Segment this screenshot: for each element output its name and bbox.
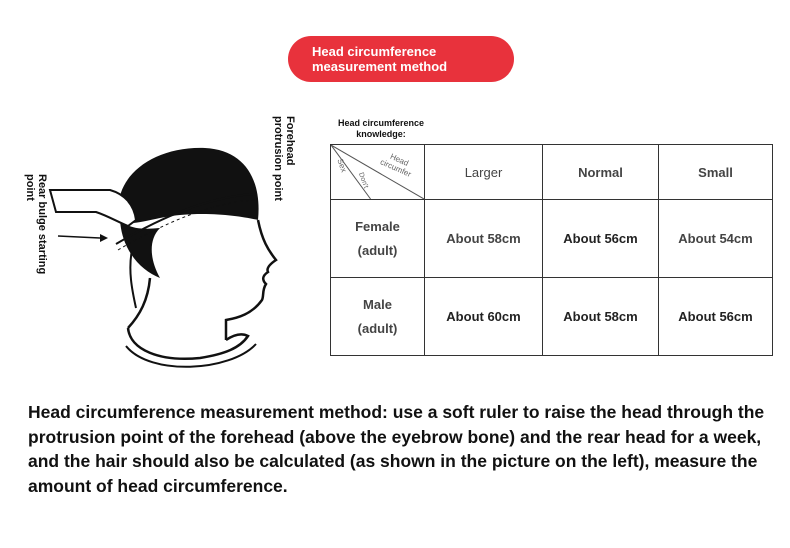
female-normal-cell: About 56cm [542, 199, 659, 278]
female-larger-cell: About 58cm [424, 199, 543, 278]
hand [48, 189, 138, 228]
caption-line2: knowledge: [356, 129, 406, 139]
forehead-label-line1: Forehead [284, 116, 296, 166]
title-pill: Head circumference measurement method [288, 36, 514, 82]
column-header-small: Small [658, 144, 773, 200]
forehead-label: Forehead protrusion point [272, 116, 296, 216]
female-small-cell: About 54cm [658, 199, 773, 278]
male-sub: (adult) [357, 320, 398, 336]
rear-label-line1: Rear bulge starting [36, 174, 48, 275]
male-label: Male [363, 296, 392, 312]
rear-bulge-label: Rear bulge starting point [24, 174, 48, 290]
row-label-male: Male (adult) [330, 277, 425, 356]
tape-measure-inner [117, 199, 257, 251]
column-header-normal: Normal [542, 144, 659, 200]
diagonal-lines [331, 145, 424, 199]
face-profile [224, 219, 278, 340]
column-header-larger: Larger [424, 144, 543, 200]
forehead-label-line2: protrusion point [272, 116, 284, 201]
male-larger-cell: About 60cm [424, 277, 543, 356]
female-label: Female [355, 218, 400, 234]
neck-line [127, 277, 152, 329]
table-row-female: Female (adult) About 58cm About 56cm Abo… [330, 199, 773, 278]
hair-shape [118, 147, 259, 224]
row-label-female: Female (adult) [330, 199, 425, 278]
title-line-1: Head circumference [312, 44, 437, 59]
corner-cell: Head circumfer Sex Don't [330, 144, 425, 200]
caption-line1: Head circumference [337, 118, 425, 128]
table-header-row: Head circumfer Sex Don't Larger Normal S… [330, 144, 773, 200]
description-text: Head circumference measurement method: u… [28, 402, 765, 496]
tape-measure [115, 193, 257, 245]
collar [126, 327, 250, 360]
rear-arrow [57, 235, 101, 239]
back-head [120, 220, 160, 278]
female-sub: (adult) [357, 242, 398, 258]
table-row-male: Male (adult) About 60cm About 58cm About… [330, 277, 773, 356]
size-table: Head circumfer Sex Don't Larger Normal S… [330, 144, 773, 356]
collar-bottom [125, 343, 257, 368]
rear-label-line2: point [24, 174, 36, 201]
male-normal-cell: About 58cm [542, 277, 659, 356]
table-caption: Head circumference knowledge: [336, 118, 426, 140]
male-small-cell: About 56cm [658, 277, 773, 356]
head-measurement-illustration [48, 147, 278, 368]
title-line-2: measurement method [312, 59, 448, 74]
rear-arrow-head [100, 234, 108, 242]
tape-hang [129, 249, 137, 309]
